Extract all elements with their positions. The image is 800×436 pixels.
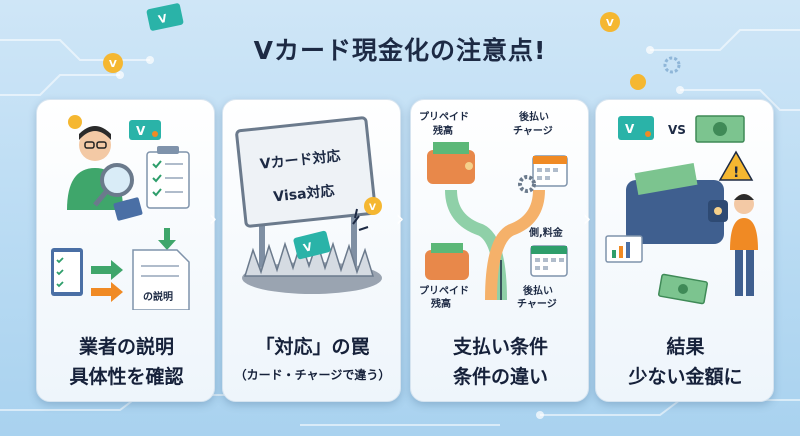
coin-icon: [630, 74, 646, 90]
wallet-icon: [427, 142, 475, 184]
path-lines: [445, 189, 545, 301]
svg-text:V: V: [625, 122, 635, 136]
panel-caption-line1: 支払い条件: [452, 336, 548, 358]
chevron-right-icon: ›: [582, 207, 592, 232]
bear-trap-icon: V: [242, 230, 382, 294]
signboard-icon: Vカード対応 Visa対応: [235, 116, 377, 270]
vendor-explanation-illustration: V の説明: [51, 115, 190, 310]
thinking-person-icon: [730, 194, 758, 296]
banknote-icon: [695, 115, 745, 143]
result-illustration: V VS !: [605, 115, 758, 305]
svg-text:V: V: [369, 203, 376, 213]
svg-text:!: !: [733, 165, 739, 181]
label-balance: 残高: [433, 124, 453, 137]
arrow-down-icon: [158, 228, 176, 250]
page-title: Vカード現金化の注意点!: [253, 36, 547, 65]
chevron-right-icon: ›: [208, 207, 218, 232]
coin-icon: V: [364, 197, 382, 215]
label-postpay: 後払い: [519, 110, 549, 123]
label-charge: チャージ: [513, 125, 553, 137]
label-prepaid: プリペイド: [419, 284, 469, 297]
coin-icon: V: [600, 12, 620, 32]
panel-caption-line2: （カード・チャージで違う）: [234, 368, 391, 382]
payment-conditions-illustration: プリペイド 残高 後払い チャージ 側,料金 プリペイド 残高 後払い チャージ: [419, 110, 568, 310]
vs-label: VS: [668, 123, 686, 137]
panel-caption-line1: 「対応」の罠: [255, 336, 370, 358]
wallet-icon: [425, 243, 469, 280]
label-prepaid: プリペイド: [419, 110, 469, 123]
gear-icon: [663, 56, 681, 74]
coin-icon: V: [103, 53, 123, 73]
panel-caption-line1: 結果: [666, 336, 705, 358]
panel-caption-line2: 少ない金額に: [628, 366, 743, 388]
calendar-icon: [532, 155, 568, 187]
document-icon: の説明: [132, 249, 190, 310]
support-trap-illustration: Vカード対応 Visa対応 V V: [235, 116, 382, 294]
warning-icon: !: [718, 150, 754, 181]
label-fee: 側,料金: [528, 226, 564, 239]
label-balance: 残高: [431, 297, 451, 310]
chevron-right-icon: ›: [395, 207, 405, 232]
banknote-icon: [658, 273, 708, 305]
spark-icon: [352, 208, 369, 231]
person-with-magnifier-icon: [67, 126, 143, 221]
sign-line2: Visa対応: [273, 182, 336, 205]
panel-result: V VS !: [595, 99, 774, 402]
gear-icon: [518, 175, 536, 193]
svg-text:V: V: [302, 240, 314, 255]
svg-text:V: V: [109, 59, 117, 70]
chart-board-icon: [605, 235, 643, 263]
card-icon: V: [129, 120, 161, 140]
panel-caption-line1: 業者の説明: [78, 336, 174, 358]
wallet-icon: [626, 162, 728, 244]
panel-payment-conditions: プリペイド 残高 後払い チャージ 側,料金 プリペイド 残高 後払い チャージ: [410, 99, 589, 402]
floating-card-icon: V: [146, 3, 184, 31]
tablet-checklist-icon: [51, 248, 83, 296]
panel-caption-line2: 具体性を確認: [69, 366, 184, 388]
coin-icon: [68, 115, 82, 129]
arrow-right-icon: [91, 260, 123, 302]
title-bar: Vカード現金化の注意点!: [196, 24, 604, 74]
panel-caption-line2: 条件の違い: [452, 366, 548, 388]
label-postpay: 後払い: [523, 284, 553, 297]
label-charge: チャージ: [517, 298, 557, 310]
checklist-icon: [146, 146, 190, 209]
document-label: の説明: [143, 290, 173, 303]
calendar-icon: [530, 245, 568, 277]
svg-text:V: V: [136, 124, 146, 138]
card-icon: V: [618, 116, 654, 140]
panel-vendor-explanation: V の説明 業者の説明 具体性を確認: [36, 99, 215, 402]
svg-text:V: V: [157, 12, 169, 27]
svg-text:V: V: [606, 18, 614, 29]
panel-support-trap: Vカード対応 Visa対応 V V 「対応」の罠 （カード・チャージで違う）: [222, 99, 401, 402]
